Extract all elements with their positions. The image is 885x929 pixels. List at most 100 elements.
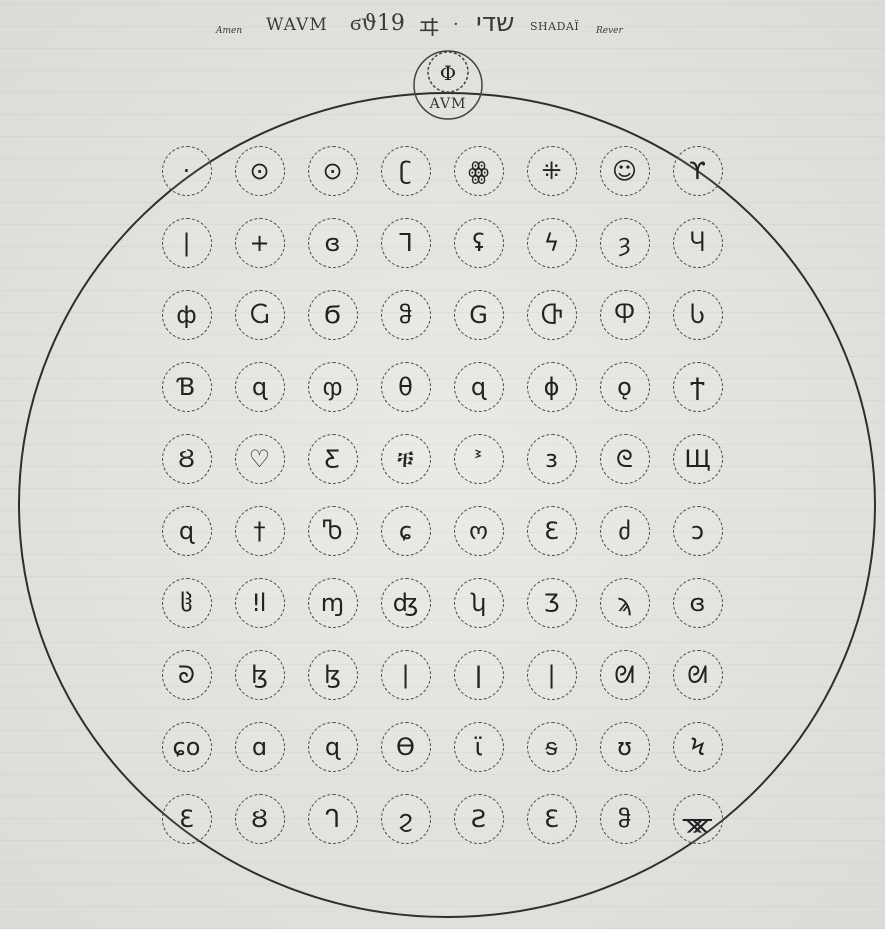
symbol-cell: Щ <box>661 423 734 495</box>
symbol-glyph: + <box>235 218 285 268</box>
header-hebrew-text: שדי <box>476 8 514 38</box>
symbol-cell: Ȣ <box>150 423 223 495</box>
symbol-glyph: Ɛ <box>527 794 577 844</box>
symbol-cell: Ⴚ <box>223 279 296 351</box>
symbol-cell: ɱ <box>296 567 369 639</box>
symbol-glyph: ♡ <box>235 434 285 484</box>
symbol-cell: Ɓ <box>150 351 223 423</box>
symbol-cell: Ȣ <box>223 783 296 855</box>
symbol-glyph: ɞ <box>673 578 723 628</box>
symbol-glyph: ᒣ <box>381 218 431 268</box>
symbol-cell: Ⴑ <box>661 279 734 351</box>
symbol-cell: ǫ <box>588 351 661 423</box>
symbol-glyph: ɋ <box>308 722 358 772</box>
symbol-cell: ɔ <box>661 495 734 567</box>
symbol-glyph: ☺ <box>600 146 650 196</box>
symbol-glyph: Ƨ <box>454 794 504 844</box>
symbol-glyph: | <box>381 650 431 700</box>
symbol-glyph: ф <box>162 290 212 340</box>
symbol-glyph: ᘛ <box>600 650 650 700</box>
symbol-glyph: Ɓ <box>162 362 212 412</box>
symbol-cell: ϡ <box>588 567 661 639</box>
symbol-glyph: ჶ <box>308 362 358 412</box>
symbol-cell: ო <box>442 495 515 567</box>
symbol-cell: Ϭ <box>296 279 369 351</box>
symbol-glyph: Ϟ <box>673 722 723 772</box>
symbol-cell: ⊙ <box>296 135 369 207</box>
symbol-glyph: | <box>162 218 212 268</box>
symbol-cell: ϊ <box>442 711 515 783</box>
symbol-glyph: ⊙ <box>235 146 285 196</box>
symbol-cell: ʮ <box>442 567 515 639</box>
symbol-cell: + <box>223 207 296 279</box>
symbol-glyph: ᕑ <box>454 434 504 484</box>
symbol-glyph: ϩ <box>381 794 431 844</box>
symbol-glyph: ɋ <box>454 362 504 412</box>
symbol-cell: ɕo <box>150 711 223 783</box>
symbol-glyph: ᘐ <box>162 650 212 700</box>
symbol-cell: Ɛ <box>150 783 223 855</box>
symbol-glyph: · <box>162 146 212 196</box>
symbol-glyph: | <box>527 650 577 700</box>
header-wavm-text: WAVM <box>266 15 328 35</box>
symbol-cell: ♡ <box>223 423 296 495</box>
symbol-cell: | <box>150 207 223 279</box>
symbol-cell: ɑ <box>223 711 296 783</box>
symbol-cell: G <box>442 279 515 351</box>
symbol-glyph: ᒉ <box>308 794 358 844</box>
symbol-cell: ʢ <box>442 207 515 279</box>
symbol-cell: θ <box>369 351 442 423</box>
symbol-cell: ɕ <box>369 495 442 567</box>
symbol-cell: ɋ <box>442 351 515 423</box>
symbol-cell: ᵴ <box>515 711 588 783</box>
symbol-cell: ᘛ <box>588 639 661 711</box>
aum-emblem-circles: Φ <box>408 50 488 125</box>
symbol-cell: ɞ <box>661 567 734 639</box>
symbol-cell: Ⴗ <box>661 207 734 279</box>
symbol-glyph: Ɛ <box>162 794 212 844</box>
symbol-glyph: ɸ <box>527 362 577 412</box>
symbol-cell: ϒ <box>661 135 734 207</box>
symbol-glyph: Ϭ <box>308 290 358 340</box>
header-dot: · <box>453 14 459 35</box>
symbol-cell: ⊙ <box>223 135 296 207</box>
symbol-cell: | <box>369 639 442 711</box>
symbol-cell: Ƹ <box>296 423 369 495</box>
symbol-cell: ɋ <box>223 351 296 423</box>
symbol-cell: Ɛ <box>515 495 588 567</box>
symbol-glyph: ɋ <box>235 362 285 412</box>
symbol-cell: · <box>150 135 223 207</box>
aum-emblem: Φ AVM <box>408 50 488 125</box>
symbol-cell: ǃl <box>223 567 296 639</box>
symbol-cell: ɮ <box>223 639 296 711</box>
symbol-cell: Ϟ <box>661 711 734 783</box>
symbol-glyph: Ⴊ <box>308 506 358 556</box>
symbol-cell: ϟ <box>515 207 588 279</box>
symbol-cell: | <box>515 639 588 711</box>
symbol-cell: ɋ <box>150 495 223 567</box>
symbol-cell: ɞ <box>296 207 369 279</box>
symbol-glyph: ᘛ <box>673 650 723 700</box>
symbol-cell: ɋ <box>296 711 369 783</box>
symbol-cell: ძ <box>588 495 661 567</box>
symbol-glyph: Ƹ <box>308 434 358 484</box>
symbol-glyph: ʤ <box>381 578 431 628</box>
symbol-glyph: ɕ <box>381 506 431 556</box>
symbol-cell: Ө <box>369 711 442 783</box>
symbol-cell: ϩ <box>369 783 442 855</box>
symbol-glyph: ꙮ <box>454 146 504 196</box>
symbol-cell: Ʒ <box>515 567 588 639</box>
symbol-cell: ɸ <box>515 351 588 423</box>
symbol-glyph: ɔ <box>673 506 723 556</box>
symbol-cell: ф <box>150 279 223 351</box>
symbol-glyph: ᚘ <box>673 794 723 844</box>
symbol-glyph: Ʒ <box>527 578 577 628</box>
symbol-glyph: ȝ <box>600 218 650 268</box>
symbol-cell: ꙮ <box>442 135 515 207</box>
symbol-cell: ɜ <box>515 423 588 495</box>
symbol-cell: ቹ <box>369 423 442 495</box>
symbol-glyph: Ⴇ <box>527 290 577 340</box>
symbol-cell: ᚘ <box>661 783 734 855</box>
symbol-cell: Ⴔ <box>588 279 661 351</box>
symbol-glyph: ɑ <box>235 722 285 772</box>
